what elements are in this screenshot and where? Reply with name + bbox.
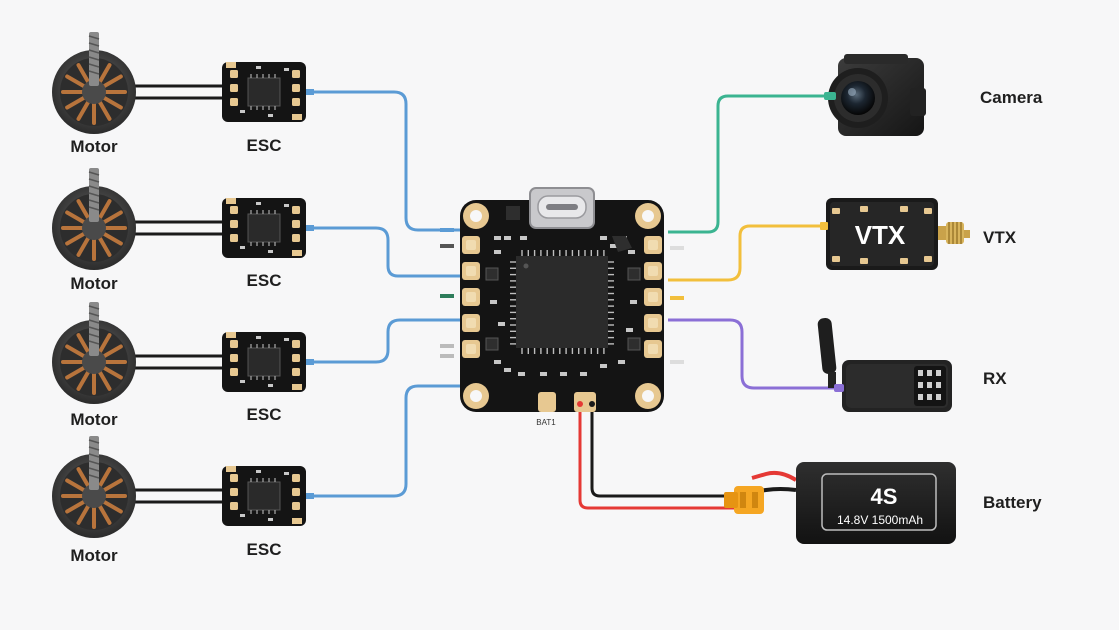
motor-icon — [52, 302, 136, 404]
motor-esc-row-2 — [52, 168, 314, 270]
motor-esc-row-3 — [52, 302, 314, 404]
esc-signal-wires — [310, 90, 462, 498]
battery-black-wire — [590, 412, 752, 498]
esc-signal-wire-4 — [310, 384, 462, 498]
motor-label-2: Motor — [70, 274, 118, 293]
esc-signal-wire-3 — [310, 318, 462, 364]
battery-spec-text: 14.8V 1500mAh — [837, 513, 923, 527]
vtx-module-text: VTX — [855, 220, 906, 250]
camera-wire — [668, 94, 828, 234]
esc-label-1: ESC — [246, 136, 282, 155]
rx-label: RX — [983, 369, 1007, 388]
battery-device: 4S 14.8V 1500mAh — [724, 462, 956, 544]
esc-board-icon — [222, 198, 314, 258]
battery-pads — [538, 392, 596, 412]
vtx-label: VTX — [983, 228, 1017, 247]
motor-label-4: Motor — [70, 546, 118, 565]
xt60-connector-icon — [724, 486, 764, 514]
esc-board-icon — [222, 332, 314, 392]
vtx-device: VTX — [820, 198, 970, 270]
mcu-chip-icon — [510, 250, 614, 354]
motor-icon — [52, 436, 136, 538]
flight-controller: BAT1 — [440, 187, 684, 427]
fc-solder-pads — [462, 236, 662, 358]
usb-c-port-icon[interactable] — [529, 187, 595, 229]
motor-label-1: Motor — [70, 137, 118, 156]
vtx-wire — [668, 224, 822, 282]
mounting-holes — [463, 203, 661, 409]
fc-components — [485, 206, 641, 376]
motor-esc-row-4 — [52, 436, 314, 538]
rx-wire — [668, 318, 838, 390]
esc-signal-wire-1 — [310, 90, 462, 232]
esc-label-2: ESC — [246, 271, 282, 290]
motor-icon — [52, 32, 136, 134]
battery-red-wire — [578, 412, 752, 510]
camera-label: Camera — [980, 88, 1043, 107]
esc-board-icon — [222, 62, 314, 122]
esc-board-icon — [222, 466, 314, 526]
motor-esc-row-1 — [52, 32, 314, 134]
motor-label-3: Motor — [70, 410, 118, 429]
battery-label: Battery — [983, 493, 1042, 512]
motor-esc-rows — [52, 32, 314, 538]
camera-device — [824, 54, 926, 136]
rx-device — [817, 318, 952, 412]
esc-label-4: ESC — [246, 540, 282, 559]
esc-signal-wire-2 — [310, 226, 462, 278]
battery-pad-label: BAT1 — [536, 418, 556, 427]
motor-icon — [52, 168, 136, 270]
esc-label-3: ESC — [246, 405, 282, 424]
battery-cell-text: 4S — [871, 484, 898, 509]
